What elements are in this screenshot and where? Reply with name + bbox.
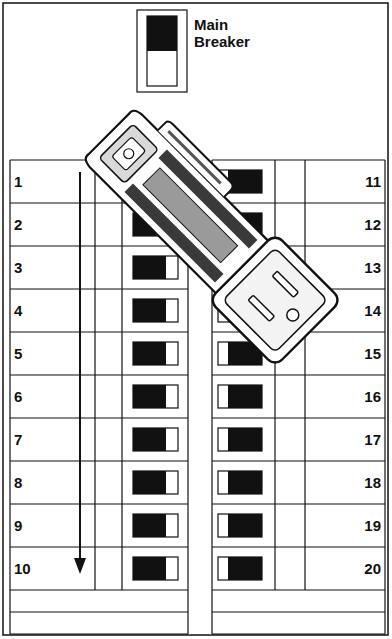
circuit-number: 3 bbox=[14, 259, 22, 276]
circuit-number: 19 bbox=[364, 517, 381, 534]
breaker-handle bbox=[133, 557, 166, 580]
direction-arrow bbox=[74, 172, 86, 574]
row-line bbox=[212, 589, 385, 590]
row-line bbox=[10, 633, 188, 634]
breaker-switch bbox=[218, 385, 262, 408]
outlet-slot bbox=[248, 295, 274, 321]
row-line bbox=[10, 245, 188, 246]
row-line bbox=[10, 288, 188, 289]
breaker-handle bbox=[133, 385, 166, 408]
row-line bbox=[10, 417, 188, 418]
circuit-number: 5 bbox=[14, 345, 22, 362]
circuit-number: 20 bbox=[364, 560, 381, 577]
circuit-number: 11 bbox=[365, 173, 381, 190]
row-line bbox=[10, 503, 188, 504]
tool-button bbox=[112, 137, 146, 171]
breaker-switch bbox=[133, 385, 178, 408]
row-line bbox=[212, 460, 385, 461]
circuit-number: 14 bbox=[364, 302, 381, 319]
breaker-switch bbox=[133, 428, 178, 451]
breaker-handle bbox=[133, 514, 166, 537]
breaker-handle bbox=[228, 385, 262, 408]
table-edge bbox=[384, 160, 385, 634]
row-line bbox=[10, 374, 188, 375]
breaker-switch bbox=[218, 428, 262, 451]
outlet-face bbox=[223, 248, 328, 353]
row-line bbox=[10, 460, 188, 461]
main-breaker-box bbox=[137, 10, 187, 92]
breaker-switch bbox=[133, 471, 178, 494]
breaker-switch bbox=[218, 557, 262, 580]
circuit-number: 10 bbox=[14, 560, 31, 577]
circuit-number: 17 bbox=[364, 431, 381, 448]
main-breaker-label: Main Breaker bbox=[194, 16, 284, 50]
tool-grip-panel bbox=[143, 168, 238, 263]
panel-border bbox=[3, 3, 388, 635]
breaker-handle bbox=[133, 256, 166, 279]
row-line bbox=[212, 546, 385, 547]
row-line bbox=[212, 503, 385, 504]
outlet-slot bbox=[272, 271, 298, 297]
row-line bbox=[212, 202, 385, 203]
row-line bbox=[212, 633, 385, 634]
breaker-handle bbox=[228, 428, 262, 451]
outlet-ground-hole bbox=[284, 306, 301, 323]
breaker-switch bbox=[218, 514, 262, 537]
row-line bbox=[10, 331, 188, 332]
breaker-handle bbox=[228, 471, 262, 494]
circuit-number: 1 bbox=[14, 173, 22, 190]
row-line bbox=[10, 611, 188, 612]
breaker-handle bbox=[228, 514, 262, 537]
breaker-handle bbox=[133, 471, 166, 494]
breaker-grid bbox=[10, 160, 385, 634]
row-line bbox=[212, 374, 385, 375]
arrow-head bbox=[74, 558, 86, 574]
arrow-shaft bbox=[79, 172, 81, 560]
table-edge bbox=[9, 160, 10, 634]
circuit-number: 2 bbox=[14, 216, 22, 233]
breaker-handle bbox=[228, 557, 262, 580]
row-line bbox=[10, 546, 188, 547]
circuit-number: 9 bbox=[14, 517, 22, 534]
circuit-number: 8 bbox=[14, 474, 22, 491]
main-breaker-switch bbox=[147, 16, 177, 86]
breaker-switch bbox=[218, 471, 262, 494]
breaker-switch bbox=[133, 514, 178, 537]
circuit-number: 15 bbox=[364, 345, 381, 362]
circuit-number: 6 bbox=[14, 388, 22, 405]
circuit-number: 13 bbox=[364, 259, 381, 276]
breaker-switch bbox=[133, 256, 178, 279]
main-breaker-handle bbox=[147, 16, 177, 51]
row-line bbox=[212, 417, 385, 418]
breaker-handle bbox=[228, 170, 262, 193]
breaker-handle bbox=[133, 299, 166, 322]
row-line bbox=[10, 589, 188, 590]
row-line bbox=[212, 611, 385, 612]
breaker-handle bbox=[133, 428, 166, 451]
circuit-number: 4 bbox=[14, 302, 22, 319]
tool-power-icon bbox=[122, 147, 136, 161]
tool-button-panel bbox=[99, 124, 158, 183]
breaker-switch bbox=[133, 557, 178, 580]
circuit-number: 12 bbox=[364, 216, 381, 233]
circuit-number: 7 bbox=[14, 431, 22, 448]
breaker-switch bbox=[133, 342, 178, 365]
breaker-handle bbox=[133, 342, 166, 365]
circuit-number: 18 bbox=[364, 474, 381, 491]
breaker-switch bbox=[133, 299, 178, 322]
row-line bbox=[212, 159, 385, 160]
tool-head bbox=[209, 234, 342, 367]
circuit-number: 16 bbox=[364, 388, 381, 405]
breaker-finder-tool bbox=[75, 97, 345, 367]
